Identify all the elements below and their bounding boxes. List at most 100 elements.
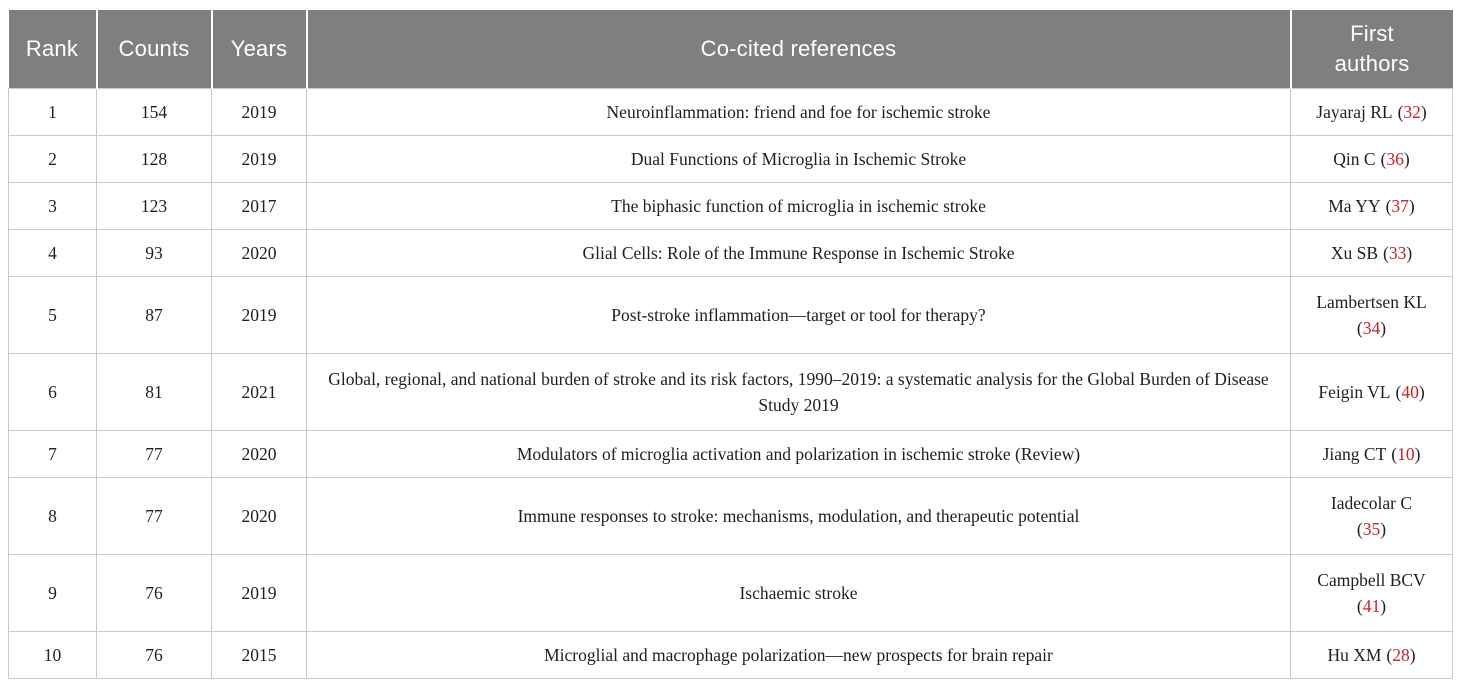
citation-number[interactable]: 35 bbox=[1362, 519, 1381, 539]
citation-group: (28) bbox=[1386, 645, 1415, 665]
author-cell: Campbell BCV (41) bbox=[1290, 554, 1453, 632]
table-row: 10 76 2015 Microglial and macrophage pol… bbox=[8, 631, 1453, 679]
author-cell: Jiang CT(10) bbox=[1290, 430, 1453, 478]
citation-group: (10) bbox=[1391, 444, 1420, 464]
author-cell: Qin C(36) bbox=[1290, 135, 1453, 183]
column-header-years-label: Years bbox=[230, 36, 288, 61]
author-name: Xu SB bbox=[1330, 242, 1378, 263]
rank-cell: 3 bbox=[8, 182, 97, 230]
author-name: Lambertsen KL bbox=[1316, 291, 1427, 312]
years-cell: 2021 bbox=[211, 353, 307, 431]
citation-number[interactable]: 40 bbox=[1401, 381, 1419, 402]
author-name: Ma YY bbox=[1328, 195, 1381, 216]
counts-cell: 77 bbox=[96, 477, 212, 555]
paren-close: ) bbox=[1414, 443, 1421, 464]
rank-cell: 5 bbox=[8, 276, 97, 354]
paren-open: ( bbox=[1385, 195, 1392, 216]
citation-number[interactable]: 41 bbox=[1362, 596, 1381, 616]
citation-number[interactable]: 33 bbox=[1388, 242, 1407, 263]
author-cell: Feigin VL(40) bbox=[1290, 353, 1453, 431]
counts-cell: 81 bbox=[96, 353, 212, 431]
counts-cell: 128 bbox=[96, 135, 212, 183]
years-cell: 2017 bbox=[211, 182, 307, 230]
citation-group: (36) bbox=[1381, 149, 1410, 169]
rank-cell: 1 bbox=[8, 88, 97, 136]
paren-open: ( bbox=[1395, 381, 1402, 402]
reference-cell: The biphasic function of microglia in is… bbox=[306, 182, 1291, 230]
table-row: 1 154 2019 Neuroinflammation: friend and… bbox=[8, 88, 1453, 136]
citation-number[interactable]: 36 bbox=[1386, 148, 1404, 169]
author-name: Hu XM bbox=[1327, 644, 1382, 665]
reference-cell: Global, regional, and national burden of… bbox=[306, 353, 1291, 431]
citation-group: (40) bbox=[1395, 382, 1424, 402]
paren-close: ) bbox=[1406, 242, 1413, 263]
years-cell: 2020 bbox=[211, 477, 307, 555]
header-row: Rank Counts Years Co-cited references Fi… bbox=[8, 10, 1453, 89]
citation-number[interactable]: 32 bbox=[1403, 101, 1421, 122]
citation-number[interactable]: 10 bbox=[1397, 443, 1415, 464]
paren-close: ) bbox=[1418, 381, 1425, 402]
citation-group: (34) bbox=[1299, 315, 1444, 341]
paren-open: ( bbox=[1383, 242, 1389, 263]
reference-cell: Ischaemic stroke bbox=[306, 554, 1291, 632]
reference-cell: Microglial and macrophage polarization—n… bbox=[306, 631, 1291, 679]
rank-cell: 6 bbox=[8, 353, 97, 431]
citation-group: (41) bbox=[1299, 593, 1444, 619]
reference-cell: Neuroinflammation: friend and foe for is… bbox=[306, 88, 1291, 136]
paren-close: ) bbox=[1403, 148, 1410, 169]
table-row: 7 77 2020 Modulators of microglia activa… bbox=[8, 430, 1453, 478]
reference-cell: Dual Functions of Microglia in Ischemic … bbox=[306, 135, 1291, 183]
column-header-first-authors: First authors bbox=[1289, 10, 1453, 89]
citation-group: (33) bbox=[1383, 243, 1412, 263]
author-cell: Xu SB(33) bbox=[1290, 229, 1453, 277]
paren-close: ) bbox=[1409, 644, 1416, 665]
years-cell: 2015 bbox=[211, 631, 307, 679]
author-cell: Ma YY(37) bbox=[1290, 182, 1453, 230]
paren-open: ( bbox=[1356, 318, 1363, 338]
rank-cell: 7 bbox=[8, 430, 97, 478]
paren-open: ( bbox=[1397, 101, 1404, 122]
author-cell: Iadecolar C(35) bbox=[1290, 477, 1453, 555]
paren-close: ) bbox=[1380, 519, 1387, 539]
years-cell: 2020 bbox=[211, 430, 307, 478]
citation-number[interactable]: 34 bbox=[1362, 318, 1381, 338]
counts-cell: 76 bbox=[96, 631, 212, 679]
counts-cell: 154 bbox=[96, 88, 212, 136]
years-cell: 2019 bbox=[211, 88, 307, 136]
author-cell: Lambertsen KL (34) bbox=[1290, 276, 1453, 354]
rank-cell: 10 bbox=[8, 631, 97, 679]
years-cell: 2019 bbox=[211, 554, 307, 632]
column-header-counts-label: Counts bbox=[118, 36, 190, 61]
counts-cell: 76 bbox=[96, 554, 212, 632]
paren-close: ) bbox=[1408, 195, 1415, 216]
column-header-references-label: Co-cited references bbox=[700, 36, 897, 61]
paren-close: ) bbox=[1420, 101, 1427, 122]
paren-open: ( bbox=[1386, 644, 1393, 665]
table-row: 3 123 2017 The biphasic function of micr… bbox=[8, 182, 1453, 230]
author-name: Jayaraj RL bbox=[1316, 101, 1393, 122]
citation-group: (32) bbox=[1398, 102, 1427, 122]
column-header-references: Co-cited references bbox=[305, 10, 1291, 89]
author-cell: Hu XM(28) bbox=[1290, 631, 1453, 679]
column-header-rank: Rank bbox=[8, 10, 97, 89]
column-header-years: Years bbox=[210, 10, 307, 89]
table-row: 8 77 2020 Immune responses to stroke: me… bbox=[8, 477, 1453, 555]
citation-number[interactable]: 37 bbox=[1391, 195, 1409, 216]
author-name: Qin C bbox=[1333, 148, 1376, 169]
counts-cell: 77 bbox=[96, 430, 212, 478]
paren-open: ( bbox=[1380, 148, 1387, 169]
rank-cell: 2 bbox=[8, 135, 97, 183]
table-row: 9 76 2019 Ischaemic stroke Campbell BCV(… bbox=[8, 554, 1453, 632]
column-header-counts: Counts bbox=[95, 10, 212, 89]
table-row: 4 93 2020 Glial Cells: Role of the Immun… bbox=[8, 229, 1453, 277]
reference-cell: Modulators of microglia activation and p… bbox=[306, 430, 1291, 478]
reference-cell: Glial Cells: Role of the Immune Response… bbox=[306, 229, 1291, 277]
author-name: Campbell BCV bbox=[1317, 569, 1426, 590]
years-cell: 2019 bbox=[211, 276, 307, 354]
table-row: 6 81 2021 Global, regional, and national… bbox=[8, 353, 1453, 431]
citation-number[interactable]: 28 bbox=[1392, 644, 1410, 665]
column-header-first-authors-label: First authors bbox=[1334, 21, 1410, 76]
author-name: Jiang CT bbox=[1322, 443, 1387, 464]
counts-cell: 123 bbox=[96, 182, 212, 230]
years-cell: 2020 bbox=[211, 229, 307, 277]
